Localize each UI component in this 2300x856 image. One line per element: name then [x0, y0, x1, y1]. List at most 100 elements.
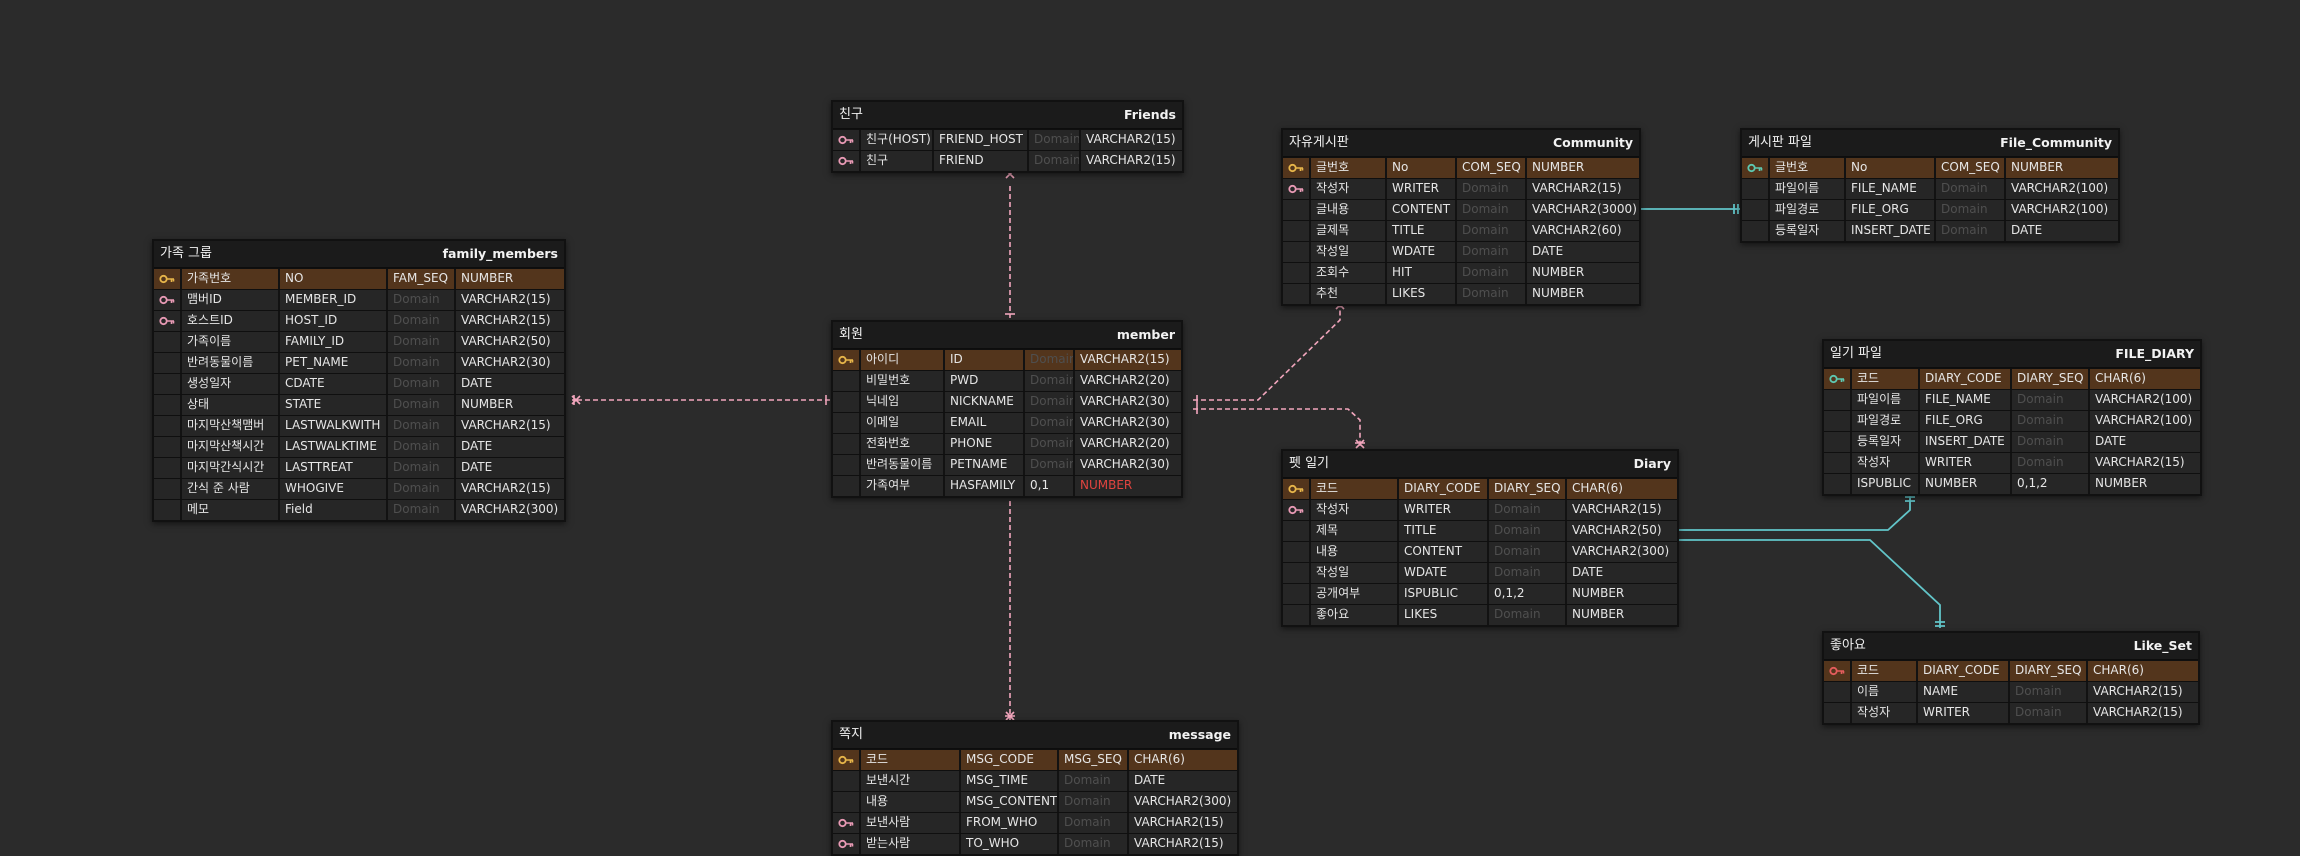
attribute-logical-name: 보낸사람	[859, 813, 959, 833]
attribute-logical-name: 제목	[1309, 521, 1397, 541]
attribute-domain: 0,1,2	[1487, 584, 1565, 604]
attribute-datatype: VARCHAR2(300)	[1127, 792, 1237, 812]
attribute-logical-name: 마지막산책시간	[180, 437, 278, 457]
attribute-domain: DIARY_SEQ	[1487, 479, 1565, 499]
attribute-datatype: NUMBER	[1565, 584, 1677, 604]
attribute-domain: Domain	[2010, 411, 2088, 431]
key-cell	[154, 479, 180, 499]
foreign-key-icon	[833, 813, 859, 833]
attribute-datatype: VARCHAR2(300)	[1565, 542, 1677, 562]
attribute-domain: Domain	[1027, 130, 1079, 150]
attribute-datatype: NUMBER	[1525, 158, 1639, 178]
attribute-physical-name: WDATE	[1385, 242, 1455, 262]
attribute-physical-name: STATE	[278, 395, 386, 415]
attribute-physical-name: WHOGIVE	[278, 479, 386, 499]
attribute-physical-name: NICKNAME	[943, 392, 1023, 412]
attribute-datatype: VARCHAR2(300)	[454, 500, 564, 520]
attribute-physical-name: LASTWALKTIME	[278, 437, 386, 457]
attribute-datatype: DATE	[454, 458, 564, 478]
key-cell	[1824, 682, 1850, 702]
attribute-physical-name: FILE_ORG	[1918, 411, 2010, 431]
attribute-physical-name: No	[1385, 158, 1455, 178]
attribute-datatype: VARCHAR2(30)	[1073, 413, 1181, 433]
attribute-datatype: VARCHAR2(15)	[1127, 834, 1237, 854]
attribute-datatype: VARCHAR2(15)	[454, 416, 564, 436]
attribute-physical-name: FILE_NAME	[1844, 179, 1934, 199]
primary-key-icon	[833, 350, 859, 370]
